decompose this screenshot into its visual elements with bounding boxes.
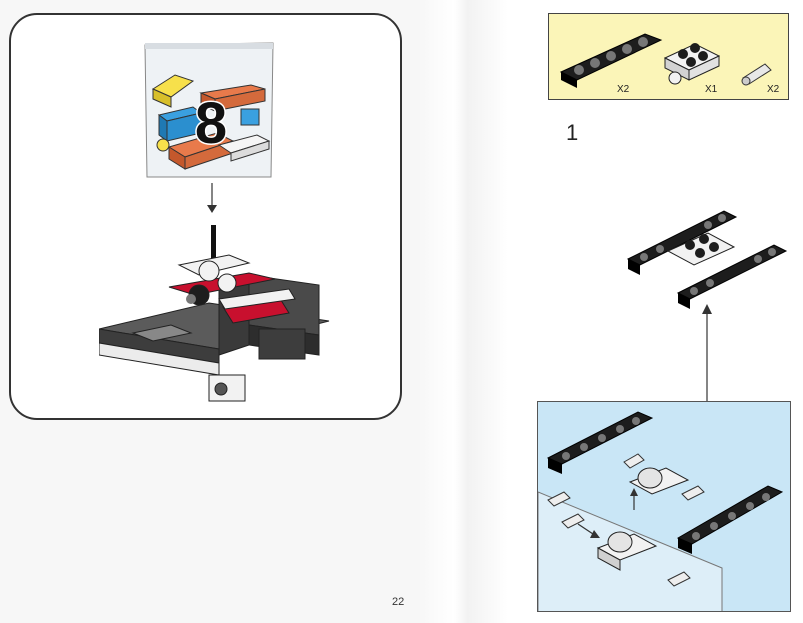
bag-step-frame: 8	[9, 13, 402, 420]
parts-list-callout: X2 X1 X2	[548, 13, 789, 100]
assembled-vehicle-model	[99, 225, 330, 402]
up-arrow	[702, 304, 712, 402]
page-number: 22	[392, 596, 405, 608]
subassembly-illustration	[538, 411, 784, 611]
gray-pin-part	[741, 63, 772, 86]
liftarm-quantity: X2	[617, 84, 630, 95]
pin-quantity: X2	[767, 84, 780, 95]
down-arrow	[207, 183, 217, 213]
white-plate-part	[663, 43, 721, 85]
page-gutter	[418, 0, 508, 623]
subassembly-callout	[537, 401, 791, 612]
orange-brick	[199, 84, 266, 112]
plate-quantity: X1	[705, 84, 718, 95]
yellow-brick	[151, 74, 195, 108]
step-number: 1	[566, 120, 579, 145]
bag-number: 8	[195, 91, 227, 156]
black-liftarm-part	[559, 33, 663, 88]
blue-brick	[157, 106, 203, 142]
parts-bag-illustration: 8	[144, 42, 274, 178]
step-result-assembly	[626, 210, 788, 309]
